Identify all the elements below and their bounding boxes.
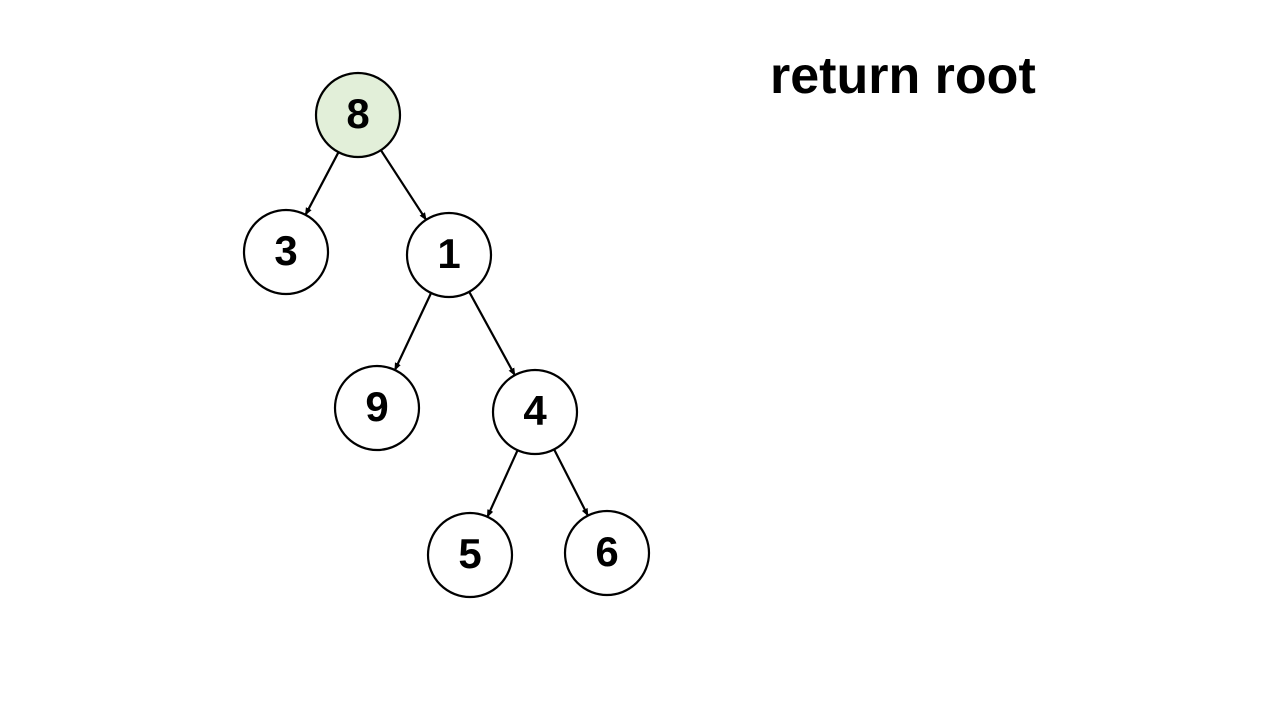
tree-node-5: 5 bbox=[426, 511, 514, 599]
edge-n8-n1 bbox=[379, 149, 428, 221]
node-circle bbox=[426, 511, 514, 599]
node-label: 5 bbox=[458, 530, 481, 577]
nodes-layer: 8 3 1 9 4 5 6 bbox=[242, 71, 651, 599]
edge-n4-n5 bbox=[486, 449, 519, 518]
node-label: 4 bbox=[523, 387, 547, 434]
node-circle bbox=[405, 211, 493, 299]
tree-node-6: 6 bbox=[563, 509, 651, 597]
caption-text: return root bbox=[770, 47, 1036, 105]
node-circle bbox=[333, 364, 421, 452]
node-circle bbox=[491, 368, 579, 456]
edges-layer bbox=[304, 149, 589, 518]
node-label: 3 bbox=[274, 227, 297, 274]
edge-n1-n9 bbox=[393, 292, 433, 371]
node-label: 8 bbox=[346, 90, 369, 137]
edge-n4-n6 bbox=[553, 448, 589, 517]
tree-node-3: 3 bbox=[242, 208, 330, 296]
edge-n1-n4 bbox=[468, 291, 516, 377]
node-circle bbox=[314, 71, 402, 159]
node-circle bbox=[563, 509, 651, 597]
node-label: 1 bbox=[437, 230, 460, 277]
node-label: 9 bbox=[365, 383, 388, 430]
node-label: 6 bbox=[595, 528, 618, 575]
node-circle bbox=[242, 208, 330, 296]
tree-node-1: 1 bbox=[405, 211, 493, 299]
tree-node-8: 8 bbox=[314, 71, 402, 159]
edge-n8-n3 bbox=[304, 151, 340, 216]
tree-node-9: 9 bbox=[333, 364, 421, 452]
tree-node-4: 4 bbox=[491, 368, 579, 456]
